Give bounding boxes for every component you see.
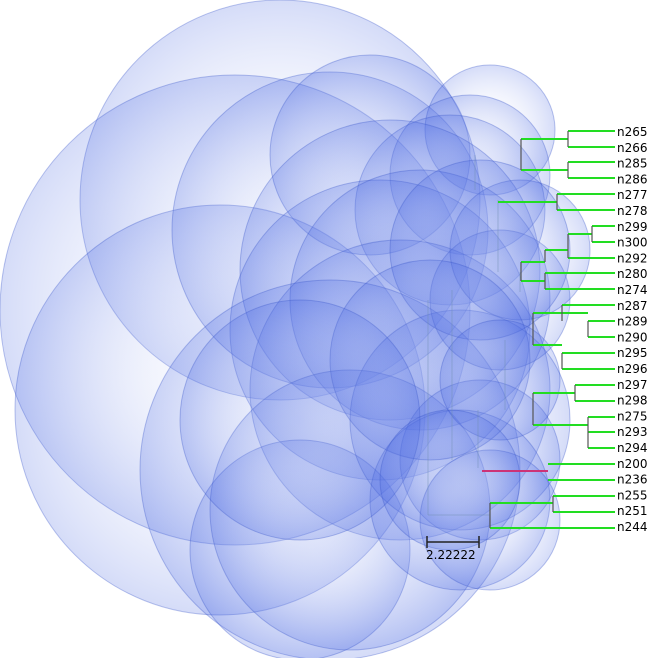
leaf-label: n278 [617,204,648,218]
node-bubble [379,409,521,551]
leaf-label: n287 [617,299,648,313]
leaf-label: n289 [617,315,648,329]
leaf-label: n280 [617,267,648,281]
leaf-label: n294 [617,441,648,455]
leaf-label: n297 [617,378,648,392]
leaf-label: n292 [617,251,648,265]
leaf-label: n277 [617,188,648,202]
leaf-label: n274 [617,283,648,297]
leaf-label: n251 [617,504,648,518]
leaf-label: n244 [617,520,648,534]
leaf-label: n296 [617,362,648,376]
leaf-label: n200 [617,457,648,471]
leaf-label: n300 [617,236,648,250]
leaf-label: n265 [617,125,648,139]
scale-bar: 2.22222 [426,536,480,562]
scale-bar-label: 2.22222 [426,548,476,562]
leaf-label: n293 [617,425,648,439]
leaf-label: n286 [617,172,648,186]
tree-branches [482,130,615,529]
leaf-label: n266 [617,141,648,155]
leaf-label: n290 [617,330,648,344]
leaf-label: n295 [617,346,648,360]
clade-connector-lines [427,155,521,516]
leaf-label: n299 [617,220,648,234]
leaf-label: n298 [617,394,648,408]
leaf-label: n275 [617,409,648,423]
node-bubbles [0,0,591,658]
leaf-label: n285 [617,157,648,171]
leaf-label: n236 [617,473,648,487]
leaf-label: n255 [617,488,648,502]
